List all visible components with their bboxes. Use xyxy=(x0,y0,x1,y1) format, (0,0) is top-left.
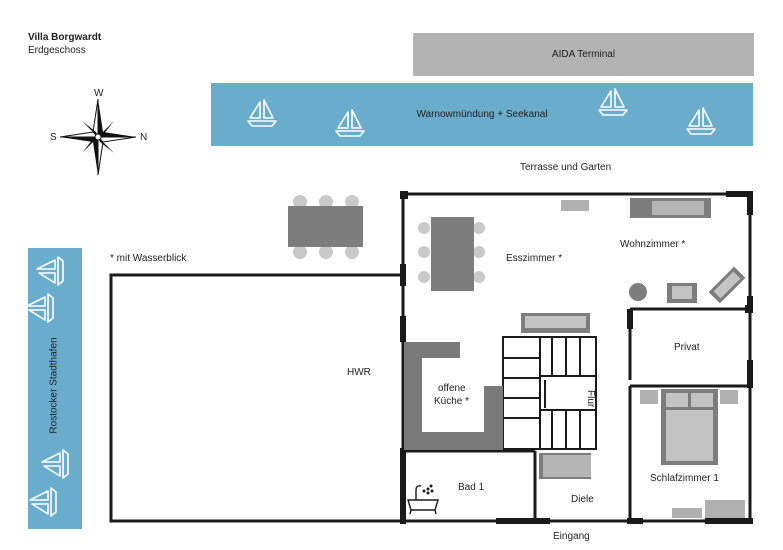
room-kueche-line1: offene xyxy=(438,383,466,394)
dining-table xyxy=(418,217,485,291)
outdoor-dining-table xyxy=(288,195,363,259)
water-area: Warnowmündung + Seekanal xyxy=(211,83,753,146)
bathtub-icon xyxy=(407,484,439,515)
sailboat-icon xyxy=(247,99,277,127)
bench xyxy=(521,313,590,333)
room-hwr: HWR xyxy=(347,367,371,378)
harbor-area xyxy=(28,248,82,529)
compass-rose-icon xyxy=(59,98,137,176)
staircase xyxy=(502,336,597,450)
wardrobe xyxy=(705,500,745,518)
armchair xyxy=(667,283,697,303)
sofa xyxy=(630,198,711,218)
room-kueche-line2: Küche * xyxy=(434,396,470,407)
room-wohnzimmer: Wohnzimmer * xyxy=(620,239,686,250)
sailboat-icon xyxy=(41,449,69,479)
sailboat-icon xyxy=(686,107,716,135)
kitchen-counter xyxy=(404,342,503,450)
room-bad: Bad 1 xyxy=(458,482,485,493)
aida-terminal-area: AIDA Terminal xyxy=(413,33,754,76)
terrace-label: Terrasse und Garten xyxy=(520,162,612,173)
water-label: Warnowmündung + Seekanal xyxy=(416,109,548,120)
sailboat-icon xyxy=(26,293,54,323)
room-privat: Privat xyxy=(674,342,700,353)
compass-west-label: W xyxy=(94,88,104,99)
compass-north-label: N xyxy=(140,132,148,143)
aida-terminal-label: AIDA Terminal xyxy=(551,49,616,60)
wall-corners xyxy=(400,191,753,524)
room-esszimmer: Esszimmer * xyxy=(506,253,563,264)
waterview-note: * mit Wasserblick xyxy=(110,253,187,264)
sailboat-icon xyxy=(29,487,57,517)
sailboat-icon xyxy=(335,109,365,137)
entrance-label: Eingang xyxy=(553,531,590,542)
plan-title: Villa Borgwardt xyxy=(28,32,102,43)
bedroom-shelf xyxy=(672,508,702,518)
room-schlafzimmer: Schlafzimmer 1 xyxy=(650,473,719,484)
sideboard xyxy=(561,200,589,211)
cabinet xyxy=(539,453,591,479)
lounge-chair xyxy=(708,266,746,304)
sailboat-icon xyxy=(36,256,64,286)
plan-subtitle: Erdgeschoss xyxy=(28,45,86,56)
sailboat-icon xyxy=(598,88,628,116)
room-diele: Diele xyxy=(571,494,594,505)
side-table xyxy=(629,283,647,301)
bed-icon xyxy=(640,389,738,465)
compass-south-label: S xyxy=(50,132,57,143)
